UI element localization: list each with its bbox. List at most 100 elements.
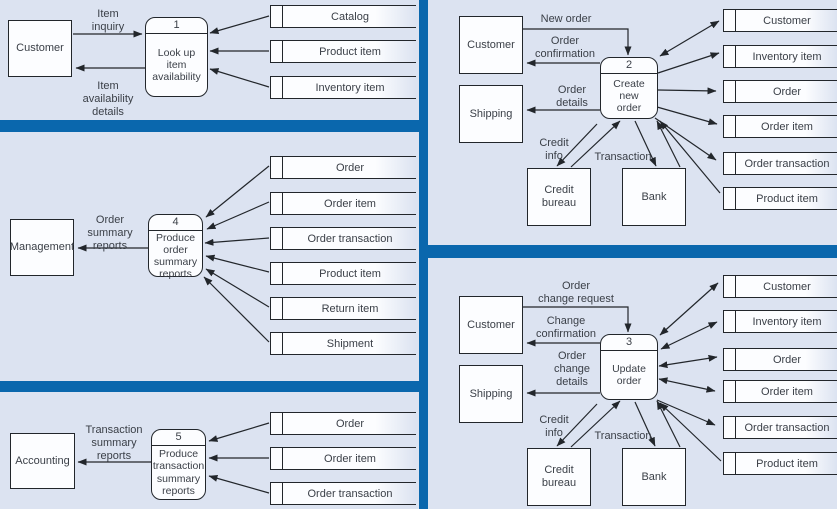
arrow-order-rw (658, 354, 718, 369)
flow-label-credit-info: Credit info (539, 137, 569, 162)
arrow-order-transaction-read (204, 237, 270, 246)
data-store-label: Order (772, 353, 802, 366)
data-store-order-item: Order item (270, 447, 416, 470)
arrow-order-item-read (206, 201, 270, 230)
entity-credit-bureau: Credit bureau (527, 168, 591, 226)
process-2-create-new-order: 2 Create new order (600, 57, 658, 119)
data-store-label: Product item (319, 45, 381, 58)
arrow-credit-info-out (556, 123, 598, 167)
process-number: 2 (601, 58, 657, 74)
entity-label: Management (9, 241, 75, 254)
arrow-inventory-item-read (209, 68, 270, 88)
entity-shipping: Shipping (459, 365, 523, 423)
arrow-credit-info-out (556, 403, 598, 447)
data-store-return-item: Return item (270, 297, 416, 320)
arrow-order-change-request (523, 306, 632, 333)
process-1-look-up-item-availability: 1 Look up item availability (145, 17, 208, 97)
data-store-inventory-item: Inventory item (270, 76, 416, 99)
flow-label-change-confirmation: Change confirmation (536, 315, 596, 340)
arrow-new-order (523, 28, 632, 56)
data-store-customer: Customer (723, 275, 837, 298)
arrow-order-transaction-read (208, 474, 270, 494)
data-store-label: Inventory item (752, 315, 822, 328)
entity-label: Shipping (469, 387, 513, 400)
data-store-inventory-item: Inventory item (723, 310, 837, 333)
arrow-product-item-read (659, 120, 721, 194)
entity-label: Customer (467, 38, 515, 51)
flow-label-item-availability-details: Item availability details (82, 80, 134, 118)
data-store-label: Order transaction (307, 232, 393, 245)
data-store-label: Order (335, 161, 365, 174)
process-number: 3 (601, 335, 657, 351)
data-store-order: Order (723, 80, 837, 103)
process-name: Produce order summary reports (153, 232, 198, 281)
process-name: Produce transaction summary reports (152, 448, 205, 497)
arrow-return-item-read (205, 268, 270, 308)
process-name: Create new order (613, 77, 645, 115)
data-store-label: Order (335, 417, 365, 430)
flow-label-transaction-summary-reports: Transaction summary reports (85, 424, 143, 462)
arrow-inventory-item-write (657, 52, 720, 74)
entity-credit-bureau: Credit bureau (527, 448, 591, 506)
data-store-label: Order (772, 85, 802, 98)
data-store-label: Inventory item (752, 50, 822, 63)
data-store-label: Product item (756, 192, 818, 205)
arrow-order-read (205, 165, 270, 218)
process-number: 5 (152, 430, 205, 446)
arrow-catalog-read (209, 15, 270, 35)
data-store-label: Order item (324, 452, 376, 465)
data-store-order-item: Order item (270, 192, 416, 215)
data-store-label: Return item (321, 302, 379, 315)
data-store-product-item: Product item (270, 40, 416, 63)
data-store-catalog: Catalog (270, 5, 416, 28)
entity-bank: Bank (622, 448, 686, 506)
arrow-order-write (657, 87, 717, 95)
flow-label-order-confirmation: Order confirmation (535, 35, 595, 60)
data-store-label: Order transaction (744, 157, 830, 170)
entity-bank: Bank (622, 168, 686, 226)
flow-label-new-order: New order (540, 13, 592, 25)
data-store-label: Order item (761, 120, 813, 133)
data-store-inventory-item: Inventory item (723, 45, 837, 68)
data-store-product-item: Product item (270, 262, 416, 285)
arrow-order-read (208, 422, 270, 442)
entity-customer: Customer (459, 16, 523, 74)
arrow-customer-store-rw (659, 282, 719, 336)
process-name: Update order (612, 362, 646, 387)
arrow-product-item-read (659, 402, 722, 462)
data-store-order: Order (270, 156, 416, 179)
arrow-transaction-out (634, 401, 656, 447)
arrow-credit-info-in (570, 400, 621, 448)
entity-customer: Customer (8, 20, 72, 77)
divider-horizontal-left-2 (0, 381, 428, 392)
flow-label-item-inquiry: Item inquiry (91, 8, 125, 33)
data-store-label: Product item (319, 267, 381, 280)
process-name: Look up item availability (152, 46, 201, 84)
process-4-produce-order-summary-reports: 4 Produce order summary reports (148, 214, 203, 280)
entity-shipping: Shipping (459, 85, 523, 143)
data-store-order-item: Order item (723, 115, 837, 138)
arrow-shipment-read (203, 276, 270, 343)
data-store-label: Order item (761, 385, 813, 398)
data-store-label: Order transaction (307, 487, 393, 500)
entity-label: Bank (641, 190, 667, 203)
data-store-order-transaction: Order transaction (723, 416, 837, 439)
divider-horizontal-left-1 (0, 120, 428, 132)
arrow-order-item-rw (658, 377, 716, 393)
data-store-label: Customer (763, 14, 811, 27)
flow-label-order-change-request: Order change request (538, 280, 614, 305)
flow-label-transaction: Transaction (594, 151, 652, 163)
data-store-shipment: Shipment (270, 332, 416, 355)
flow-label-order-details: Order details (556, 84, 588, 109)
data-store-order-transaction: Order transaction (270, 482, 416, 505)
data-store-label: Catalog (331, 10, 369, 23)
data-store-customer: Customer (723, 9, 837, 32)
entity-label: Customer (467, 318, 515, 331)
entity-management: Management (10, 219, 74, 276)
entity-label: Credit bureau (541, 464, 577, 489)
data-store-label: Product item (756, 457, 818, 470)
data-store-label: Customer (763, 280, 811, 293)
entity-label: Accounting (15, 454, 70, 467)
